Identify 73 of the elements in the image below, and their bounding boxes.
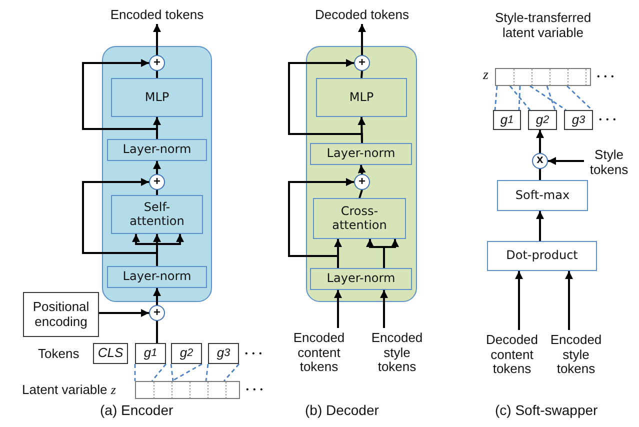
output-label: Style-transferred latent variable xyxy=(484,8,602,44)
sum-circle: + xyxy=(354,174,370,190)
latent-vector-bar xyxy=(495,68,591,86)
layer-box: MLP xyxy=(316,78,407,117)
input-label: Style tokens xyxy=(584,146,634,180)
encoder-block xyxy=(102,46,212,302)
layer-box: Layer-norm xyxy=(310,143,412,165)
operation-box: Soft-max xyxy=(497,180,588,211)
output-label: Decoded tokens xyxy=(305,6,419,24)
arrow xyxy=(358,164,366,174)
mapping-line xyxy=(518,86,521,110)
layer-box: Cross- attention xyxy=(313,198,406,239)
ellipsis: • • • xyxy=(597,72,615,81)
layer-box: MLP xyxy=(111,78,203,117)
sum-circle: + xyxy=(149,55,165,71)
sum-circle: + xyxy=(149,305,165,321)
mapping-line xyxy=(546,86,556,110)
arrow xyxy=(334,290,342,328)
input-box: Positional encoding xyxy=(23,292,99,337)
input-label: Encoded content tokens xyxy=(288,328,350,378)
mapping-line xyxy=(530,85,566,111)
label: Latent variable z xyxy=(22,382,116,398)
mapping-line xyxy=(172,363,202,382)
mapping-line xyxy=(151,364,167,382)
connector-line xyxy=(360,70,363,78)
ellipsis: • • • xyxy=(245,348,263,358)
ellipsis: • • • xyxy=(599,115,617,124)
arrow xyxy=(515,271,523,330)
connector-line xyxy=(358,190,363,198)
mapping-line xyxy=(494,86,498,110)
arrow xyxy=(536,130,544,153)
caption: (a) Encoder xyxy=(100,402,174,418)
decoder-block xyxy=(306,46,417,302)
mapping-line xyxy=(134,364,136,381)
arrow xyxy=(288,59,363,143)
input-label: Encoded style tokens xyxy=(545,330,607,380)
layer-box: Layer-norm xyxy=(310,268,412,290)
sum-circle: + xyxy=(149,174,165,190)
arrow xyxy=(548,157,584,165)
connector-line xyxy=(156,190,158,195)
output-label: Encoded tokens xyxy=(100,6,214,24)
arrow xyxy=(380,290,388,328)
layer-box: Self- attention xyxy=(111,195,203,234)
arrow xyxy=(99,309,149,317)
input-label: Decoded content tokens xyxy=(481,330,543,380)
arrow xyxy=(153,161,161,174)
connector-line xyxy=(539,169,541,180)
ellipsis: • • • xyxy=(246,385,264,394)
mapping-line xyxy=(223,364,240,382)
arrow xyxy=(358,24,366,55)
connector-line xyxy=(156,71,158,78)
multiply-circle: x xyxy=(532,153,548,169)
arrow xyxy=(383,239,399,268)
layer-box: Layer-norm xyxy=(107,266,207,288)
variable-label: z xyxy=(483,68,488,84)
input-label: Encoded style tokens xyxy=(366,328,428,378)
layer-box: Layer-norm xyxy=(107,139,207,161)
arrow xyxy=(153,24,161,55)
mapping-line xyxy=(566,86,592,110)
latent-vector-bar xyxy=(135,381,240,399)
arrow xyxy=(536,211,544,241)
caption: (c) Soft-swapper xyxy=(495,402,598,418)
mapping-line xyxy=(509,86,531,110)
label: Tokens xyxy=(38,346,80,361)
mapping-line xyxy=(205,364,209,382)
connector-line xyxy=(156,321,158,343)
arrow xyxy=(565,271,573,330)
arrow xyxy=(153,288,161,305)
operation-box: Dot-product xyxy=(487,241,597,271)
token-box: CLS xyxy=(93,343,128,364)
mapping-line xyxy=(170,364,174,382)
caption: (b) Decoder xyxy=(305,402,379,418)
sum-circle: + xyxy=(354,55,370,71)
